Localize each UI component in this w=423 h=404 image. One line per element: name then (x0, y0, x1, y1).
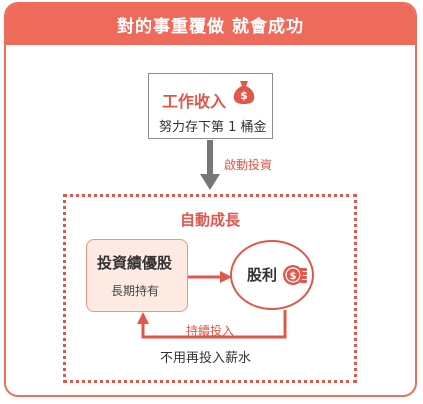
header-title: 對的事重覆做 就會成功 (6, 4, 415, 45)
dividend-return-arrowhead (137, 312, 149, 324)
dividend-circle: 股利 $ (230, 240, 314, 310)
money-bag-icon: $ (233, 81, 255, 104)
income-box: 工作收入 努力存下第 1 桶金 (148, 73, 273, 139)
invest-arrow-label: 啟動投資 (224, 158, 273, 172)
income-title: 工作收入 (162, 92, 227, 111)
stock-to-dividend-arrowhead (220, 271, 232, 283)
stock-title: 投資績優股 (97, 254, 173, 272)
diagram-card: 對的事重覆做 就會成功 (4, 2, 417, 397)
continue-invest-label: 持續投入 (186, 324, 235, 338)
no-salary-label: 不用再投入薪水 (160, 351, 252, 366)
auto-growth-label: 自動成長 (180, 211, 241, 229)
dividend-label: 股利 (247, 266, 278, 284)
svg-text:$: $ (240, 89, 248, 102)
stock-box: 投資績優股 長期持有 (86, 239, 188, 312)
svg-text:$: $ (290, 271, 297, 282)
coin-stack-icon: $ (283, 265, 307, 285)
dividend-return-arrow (141, 310, 287, 339)
auto-growth-frame (63, 194, 357, 383)
down-arrow-icon (200, 140, 220, 190)
income-subtitle: 努力存下第 1 桶金 (159, 120, 267, 135)
stock-subtitle: 長期持有 (111, 284, 160, 298)
